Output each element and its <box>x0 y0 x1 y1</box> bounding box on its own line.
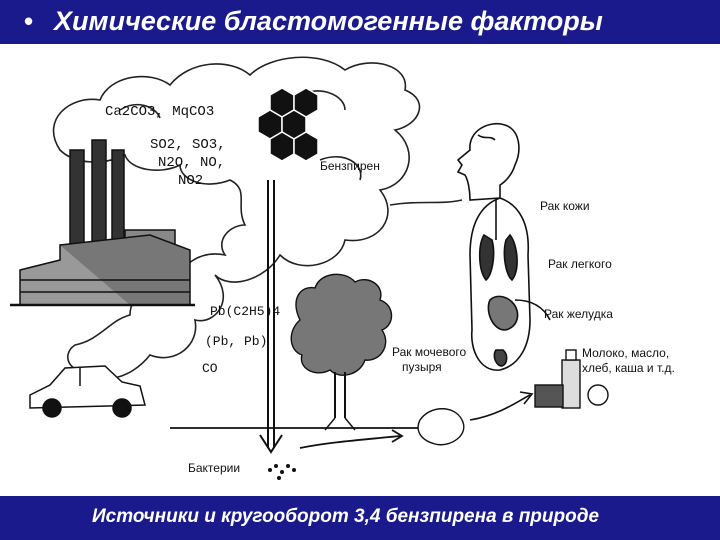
bacteria-cluster <box>268 464 296 480</box>
title-bullet: • <box>24 6 34 36</box>
bacteria-label: Бактерии <box>188 461 240 475</box>
stomach-cancer-label: Рак желудка <box>544 307 613 321</box>
emissions-top-label: Ca2CO3, MqCO3 <box>105 104 214 120</box>
food-label-1: Молоко, масло, <box>582 346 669 360</box>
human-figure <box>456 123 531 371</box>
flow-arrows <box>469 299 551 421</box>
emissions-mid1-label: SO2, SO3, <box>150 137 226 153</box>
car-emission-label-2: (Pb, Pb) <box>205 334 267 349</box>
lung-cancer-label: Рак легкого <box>548 257 612 271</box>
title-bar: • Химические бластомогенные факторы <box>0 0 720 44</box>
bladder-cancer-label-1: Рак мочевого <box>392 345 466 359</box>
diagram: Ca2CO3, MqCO3 SO2, SO3, N2O, NO, NO2 Бен… <box>0 44 720 496</box>
car-emission-label-1: Pb(C2H5)4 <box>210 304 280 319</box>
emissions-mid3-label: NO2 <box>178 173 203 189</box>
food-label-2: хлеб, каша и т.д. <box>582 361 675 375</box>
bladder-cancer-label-2: пузыря <box>402 360 442 374</box>
diagram-svg: Ca2CO3, MqCO3 SO2, SO3, N2O, NO, NO2 Бен… <box>10 56 675 480</box>
caption-text: Источники и кругооборот 3,4 бензпирена в… <box>92 506 600 527</box>
skin-cancer-label: Рак кожи <box>540 199 590 213</box>
page-title: Химические бластомогенные факторы <box>54 6 603 36</box>
car-emission-label-3: CO <box>202 361 218 376</box>
benzpyrene-label: Бензпирен <box>320 159 380 173</box>
car <box>29 365 146 418</box>
ground-line <box>170 427 420 449</box>
factory <box>10 139 195 307</box>
food-items <box>417 349 609 446</box>
caption-bar: Источники и кругооборот 3,4 бензпирена в… <box>0 496 720 540</box>
benzpyrene-molecule <box>257 87 319 162</box>
tree <box>290 273 393 431</box>
fallout-arrow <box>259 180 283 454</box>
emissions-mid2-label: N2O, NO, <box>158 155 225 171</box>
